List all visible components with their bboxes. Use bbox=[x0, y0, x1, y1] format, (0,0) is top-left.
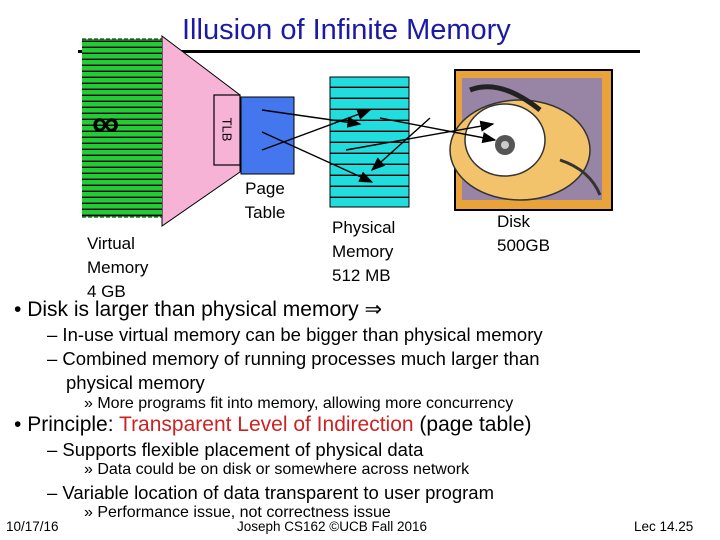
tlb-box bbox=[213, 94, 241, 166]
bullet-2-sub-1: – Supports flexible placement of physica… bbox=[47, 439, 424, 460]
disk-label-line-2: 500GB bbox=[497, 236, 550, 255]
disk-label-line-1: Disk bbox=[497, 212, 531, 231]
bullet-1-text: Disk is larger than physical memory bbox=[27, 298, 365, 321]
page-table-label-line-1: Page bbox=[245, 179, 285, 198]
bullet-dot: • bbox=[14, 298, 28, 321]
bullet-2-subsub-2: » Performance issue, not correctness iss… bbox=[84, 504, 391, 521]
footer-date: 10/17/16 bbox=[6, 519, 59, 534]
bullet-1: • Disk is larger than physical memory ⇒ bbox=[14, 297, 382, 322]
bullet-dot: • bbox=[14, 413, 28, 436]
tlb-label: TLB bbox=[219, 117, 235, 142]
page-table-label-line-2: Table bbox=[244, 203, 286, 222]
physical-memory-block bbox=[329, 76, 410, 208]
bullet-2-text-after: (page table) bbox=[413, 413, 532, 436]
infinity-symbol: ∞ bbox=[92, 103, 120, 145]
footer-center: Joseph CS162 ©UCB Fall 2016 bbox=[237, 519, 428, 534]
physical-memory-label: Physical Memory 512 MB bbox=[332, 216, 395, 288]
footer-slide-number: Lec 14.25 bbox=[634, 519, 694, 534]
page-table-block bbox=[240, 96, 295, 175]
slide-title: Illusion of Infinite Memory bbox=[182, 14, 511, 46]
physical-memory-label-line-3: 512 MB bbox=[332, 266, 391, 285]
physical-memory-label-line-2: Memory bbox=[332, 242, 394, 261]
hard-disk-icon bbox=[449, 69, 613, 211]
bullet-2-subsub-1: » Data could be on disk or somewhere acr… bbox=[84, 461, 470, 478]
virtual-memory-label-line-2: Memory bbox=[87, 258, 149, 277]
bullet-2: • Principle: Transparent Level of Indire… bbox=[14, 413, 532, 437]
virtual-memory-label-line-1: Virtual bbox=[87, 234, 135, 253]
bullet-1-subsub-1: » More programs fit into memory, allowin… bbox=[84, 395, 514, 412]
implies-symbol: ⇒ bbox=[364, 298, 383, 321]
virtual-memory-label-line-3: 4 GB bbox=[87, 282, 126, 301]
bullet-2-highlight: Transparent Level of Indirection bbox=[119, 413, 414, 436]
title-underline bbox=[78, 50, 640, 53]
bullet-1-sub-2-cont: physical memory bbox=[66, 372, 205, 393]
virtual-memory-block bbox=[82, 39, 162, 217]
bullet-1-sub-2: – Combined memory of running processes m… bbox=[47, 348, 540, 369]
virtual-memory-label: Virtual Memory 4 GB bbox=[87, 232, 148, 304]
page-table-label: Page Table bbox=[240, 177, 290, 225]
physical-memory-label-line-1: Physical bbox=[332, 218, 396, 237]
bullet-2-sub-2: – Variable location of data transparent … bbox=[47, 482, 494, 503]
bullet-2-text-before: Principle: bbox=[27, 413, 120, 436]
disk-label: Disk 500GB bbox=[497, 210, 550, 258]
bullet-1-sub-1: – In-use virtual memory can be bigger th… bbox=[47, 324, 543, 345]
